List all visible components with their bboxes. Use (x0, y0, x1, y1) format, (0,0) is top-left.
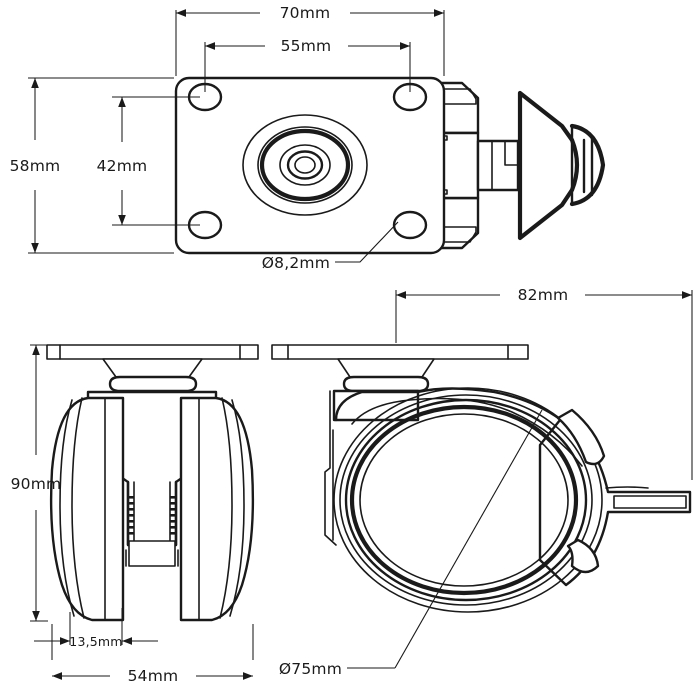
dim-overall-height: 90mm (11, 475, 62, 493)
dim-plate-width: 70mm (280, 4, 331, 22)
dim-overall-width: 54mm (128, 667, 179, 685)
dim-hole-spacing-y: 42mm (97, 157, 148, 175)
brake-housing-top (432, 81, 606, 250)
dim-hole-spacing-x: 55mm (281, 37, 332, 55)
front-view-geometry (30, 344, 259, 622)
side-view-dimensions: 82mm Ø75mm (279, 286, 693, 678)
mounting-plate-top (174, 76, 446, 255)
top-view-dimensions: 70mm 55mm 58mm 42mm Ø8,2mm (10, 4, 445, 272)
dim-plate-offset: 82mm (518, 286, 569, 304)
dim-wheel-diameter: Ø75mm (279, 660, 342, 678)
dim-wheel-gap: 13,5mm (69, 634, 122, 649)
dim-hole-diameter: Ø8,2mm (262, 254, 330, 272)
brake-ratchet-teeth (128, 496, 176, 535)
top-view-geometry (174, 76, 606, 255)
side-view-geometry (271, 344, 692, 613)
front-view-dimensions: 90mm 13,5mm 54mm (11, 344, 254, 685)
dim-plate-depth: 58mm (10, 157, 61, 175)
